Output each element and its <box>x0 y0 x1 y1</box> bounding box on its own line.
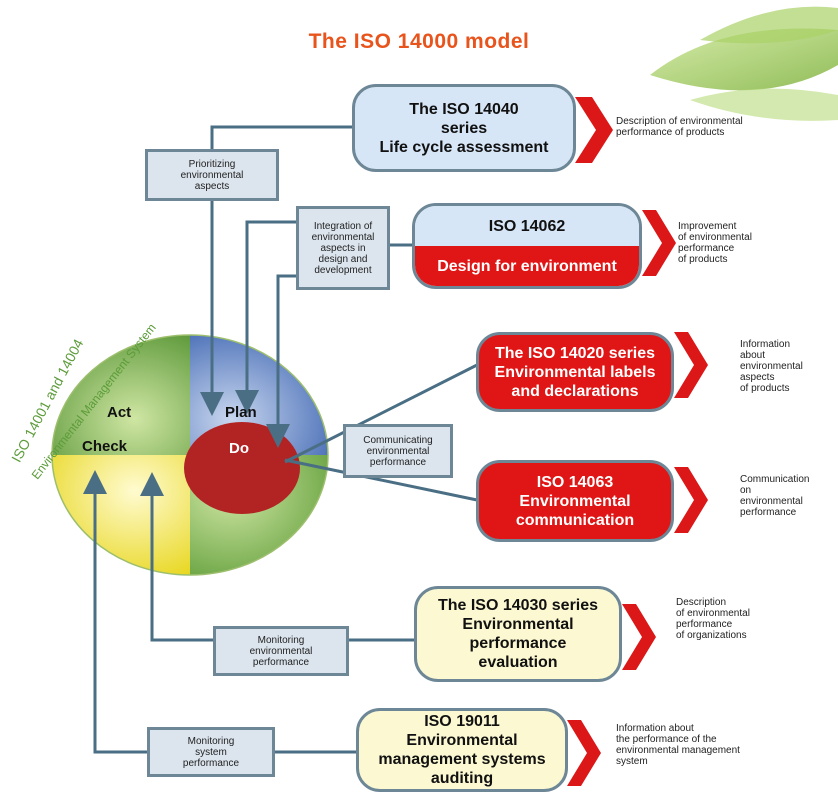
desc-14062-line2: of environmental <box>678 232 752 243</box>
iso-14062-box: ISO 14062 Design for environment <box>412 203 642 289</box>
desc-14030-line1: Description <box>676 597 727 608</box>
iso-14063-line2: Environmental <box>519 492 631 510</box>
desc-14063-line1: Communication <box>740 474 810 485</box>
monitoring-env-box: Monitoring environmental performance <box>213 626 349 676</box>
desc-14020-line1: Information <box>740 339 791 350</box>
desc-14062-line1: Improvement <box>678 221 737 232</box>
desc-14020-line3: environmental <box>740 361 803 372</box>
iso-14063-box: ISO 14063 Environmental communication <box>476 460 674 542</box>
iso-14020-box: The ISO 14020 series Environmental label… <box>476 332 674 412</box>
desc-14020-line4: aspects <box>740 372 775 383</box>
check-label: Check <box>82 438 128 455</box>
iso-14040-line3: Life cycle assessment <box>379 138 549 156</box>
chevron-icon <box>567 720 601 786</box>
integration-line3: aspects in <box>320 242 366 254</box>
monitoring-env-line2: environmental <box>249 645 313 657</box>
design-for-environment-label: Design for environment <box>415 246 639 286</box>
monitoring-env-line1: Monitoring <box>257 634 305 646</box>
desc-19011-line3: environmental management <box>616 745 740 756</box>
desc-14063-line4: performance <box>740 507 797 518</box>
desc-14030: Description of environmental performance… <box>676 597 750 641</box>
integration-box: Integration of environmental aspects in … <box>296 206 390 290</box>
monitoring-sys-line1: Monitoring <box>187 735 235 747</box>
desc-14030-line4: of organizations <box>676 630 747 641</box>
desc-14020-line2: about <box>740 350 766 361</box>
iso-19011-line4: auditing <box>430 770 494 787</box>
iso-14040-line2: series <box>440 119 488 137</box>
integration-line1: Integration of <box>313 220 373 232</box>
communicating-line1: Communicating <box>363 434 433 446</box>
integration-line2: environmental <box>311 231 375 243</box>
iso-14020-line3: and declarations <box>511 382 639 400</box>
desc-19011-line1: Information about <box>616 723 694 734</box>
act-label: Act <box>107 404 132 421</box>
monitoring-sys-box: Monitoring system performance <box>147 727 275 777</box>
communicating-line2: environmental <box>366 445 430 457</box>
desc-14063-line3: environmental <box>740 496 803 507</box>
do-ellipse <box>184 422 300 514</box>
iso-19011-line3: management systems <box>378 751 546 768</box>
desc-14020-line5: of products <box>740 383 790 394</box>
desc-14062-line4: of products <box>678 254 728 265</box>
chevron-icon <box>622 604 656 670</box>
prioritizing-line3: aspects <box>194 180 230 192</box>
prioritizing-line1: Prioritizing <box>188 158 236 170</box>
chevron-icon <box>575 97 613 163</box>
desc-14040-line1: Description of environmental <box>616 116 743 127</box>
desc-14040-line2: performance of products <box>616 127 725 138</box>
communicating-box: Communicating environmental performance <box>343 424 453 478</box>
iso-14030-box: The ISO 14030 series Environmental perfo… <box>414 586 622 682</box>
iso-14030-line3: performance <box>469 635 567 652</box>
desc-14030-line2: of environmental <box>676 608 750 619</box>
desc-19011-line2: the performance of the <box>616 734 717 745</box>
integration-line5: development <box>314 264 372 276</box>
diagram-title: The ISO 14000 model <box>308 30 530 53</box>
iso-19011-box: ISO 19011 Environmental management syste… <box>356 708 568 792</box>
iso-19011-line1: ISO 19011 <box>424 713 500 730</box>
ems-circle <box>51 334 329 576</box>
iso-14063-line1: ISO 14063 <box>536 473 614 491</box>
iso-14062-title: ISO 14062 <box>415 206 639 246</box>
do-label: Do <box>229 440 249 457</box>
chevron-icon <box>674 467 708 533</box>
desc-14040: Description of environmental performance… <box>616 116 743 138</box>
prioritizing-box: Prioritizing environmental aspects <box>145 149 279 201</box>
desc-14062: Improvement of environmental performance… <box>678 221 752 265</box>
desc-19011: Information about the performance of the… <box>616 723 740 767</box>
iso-14030-line1: The ISO 14030 series <box>437 597 599 614</box>
plan-label: Plan <box>225 404 257 421</box>
iso-14040-line1: The ISO 14040 <box>409 100 519 118</box>
iso-14030-line2: Environmental <box>462 616 574 633</box>
prioritizing-line2: environmental <box>180 169 244 181</box>
iso-14063-line3: communication <box>515 511 635 529</box>
chevron-arrows <box>567 97 708 786</box>
monitoring-sys-line3: performance <box>182 757 240 769</box>
iso-14040-box: The ISO 14040 series Life cycle assessme… <box>352 84 576 172</box>
desc-19011-line4: system <box>616 756 648 767</box>
desc-14062-line3: performance <box>678 243 735 254</box>
chevron-icon <box>642 210 676 276</box>
desc-14063-line2: on <box>740 485 752 496</box>
desc-14020: Information about environmental aspects … <box>740 339 803 394</box>
iso-14020-line2: Environmental labels <box>494 363 656 381</box>
iso-19011-line2: Environmental <box>406 732 518 749</box>
communicating-line3: performance <box>369 456 427 468</box>
desc-14063: Communication on environmental performan… <box>740 474 809 518</box>
integration-line4: design and <box>318 253 368 265</box>
chevron-icon <box>674 332 708 398</box>
desc-14030-line3: performance <box>676 619 733 630</box>
iso-14020-line1: The ISO 14020 series <box>494 344 656 362</box>
leaf-decoration <box>650 6 838 121</box>
monitoring-sys-line2: system <box>195 746 227 758</box>
iso-14030-line4: evaluation <box>478 654 558 671</box>
monitoring-env-line3: performance <box>252 656 310 668</box>
